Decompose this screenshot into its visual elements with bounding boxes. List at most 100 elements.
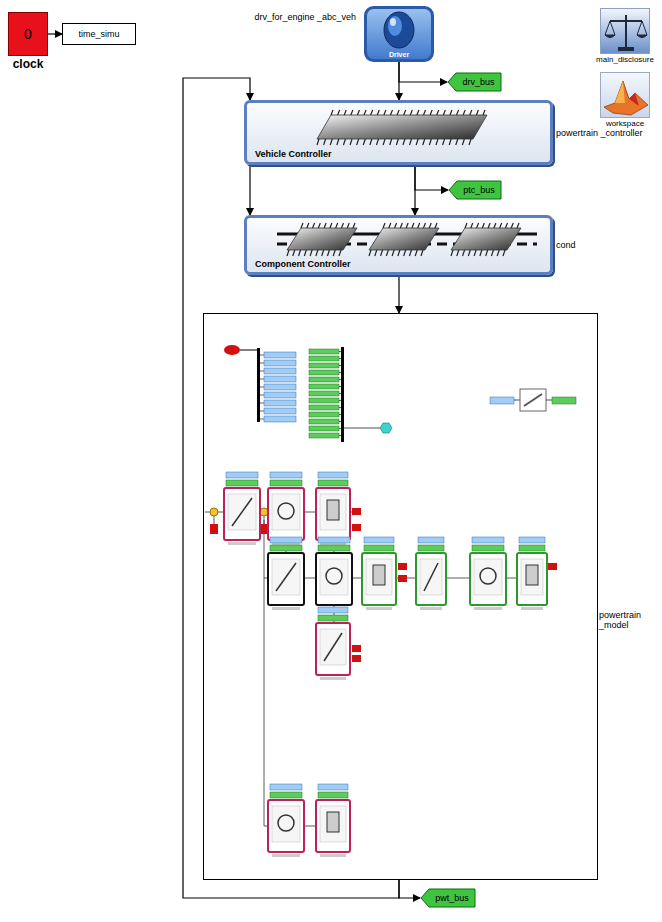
- drawing-stroke: [318, 537, 350, 543]
- drawing-stroke: [469, 139, 471, 145]
- drawing-stroke: [228, 494, 256, 530]
- drawing-stroke: [625, 15, 627, 47]
- drawing-stroke: [224, 488, 260, 540]
- drawing-stroke: [309, 433, 339, 438]
- drawing-stroke: [357, 139, 359, 145]
- drawing-stroke: [309, 412, 339, 417]
- drawing-stroke: [293, 250, 295, 256]
- block-value: powertrain _model: [599, 610, 657, 631]
- drawing-stroke: [278, 815, 294, 831]
- drawing-stroke: [322, 250, 324, 256]
- drawing-stroke: [384, 110, 386, 115]
- drawing-stroke: [327, 812, 339, 832]
- drawing-stroke: [270, 480, 302, 486]
- drawing-stroke: [519, 537, 545, 543]
- drawing-stroke: [264, 368, 296, 374]
- drawing-stroke: [309, 419, 339, 424]
- drawing-stroke: [506, 578, 517, 579]
- clock-block: 0clock: [8, 12, 48, 56]
- drawing-stroke: [260, 379, 264, 380]
- drawing-stroke: [316, 488, 350, 540]
- signal-name: drv_bus: [462, 77, 494, 87]
- drawing-stroke: [309, 363, 339, 368]
- signal-line: [398, 275, 399, 313]
- drawing-stroke: [451, 250, 453, 256]
- drawing-stroke: [474, 559, 502, 595]
- drawing-stroke: [341, 347, 344, 442]
- drawing-stroke: [313, 223, 315, 228]
- drawing-stroke: [339, 372, 341, 373]
- drawing-stroke: [318, 223, 320, 228]
- drawing-stroke: [316, 250, 318, 256]
- drawing-stroke: [610, 20, 642, 22]
- signal-line: [399, 62, 447, 82]
- drawing-stroke: [383, 223, 385, 228]
- drawing-stroke: [339, 428, 341, 429]
- drawing-stroke: [451, 228, 521, 250]
- drawing-stroke: [409, 250, 411, 256]
- drawing-stroke: [514, 400, 520, 401]
- drawing-stroke: [309, 384, 339, 389]
- drawing-stroke: [369, 228, 439, 250]
- drawing-stroke: [519, 545, 545, 551]
- drawing-stroke: [260, 387, 264, 388]
- drawing-stroke: [420, 559, 442, 595]
- drawing-stroke: [421, 250, 423, 256]
- drawing-stroke: [339, 393, 341, 394]
- drawing-stroke: [264, 416, 296, 422]
- drawing-stroke: [324, 139, 326, 145]
- drawing-stroke: [260, 355, 264, 356]
- drawing-stroke: [351, 110, 353, 115]
- drawing-stroke: [260, 371, 264, 372]
- drawing-stroke: [240, 350, 257, 351]
- drawing-stroke: [424, 110, 426, 115]
- drawing-stroke: [309, 426, 339, 431]
- drawing-stroke: [389, 223, 391, 228]
- block-value: drv_for_engine _abc_veh: [254, 12, 356, 22]
- subsystem-box: powertrain _model: [203, 313, 598, 880]
- signal-line: [249, 165, 250, 215]
- drawing-stroke: [260, 395, 264, 396]
- drawing-stroke: [318, 615, 348, 621]
- drawing-stroke: [352, 508, 361, 515]
- drawing-stroke: [456, 139, 458, 145]
- drawing-stroke: [618, 47, 634, 51]
- drawing-stroke: [260, 411, 264, 412]
- drawing-stroke: [287, 228, 357, 250]
- drawing-stroke: [260, 403, 264, 404]
- drawing-stroke: [260, 524, 268, 534]
- drawing-stroke: [497, 250, 499, 256]
- drawing-stroke: [380, 423, 392, 433]
- drawing-stroke: [503, 250, 505, 256]
- drawing-stroke: [318, 480, 348, 486]
- drawing-stroke: [210, 524, 218, 534]
- drawing-stroke: [418, 223, 420, 228]
- signal-name: time_simu: [78, 29, 119, 39]
- drawing-stroke: [420, 607, 442, 610]
- drawing-stroke: [404, 250, 406, 256]
- drawing-stroke: [406, 223, 408, 228]
- drawing-stroke: [343, 139, 345, 145]
- drawing-stroke: [257, 348, 260, 422]
- drawing-stroke: [339, 414, 341, 415]
- drawing-stroke: [264, 360, 296, 366]
- drawing-stroke: [392, 250, 394, 256]
- drawing-stroke: [416, 139, 418, 145]
- block-value: Component Controller: [255, 259, 351, 269]
- drawing-stroke: [339, 400, 341, 401]
- signal-line: [183, 78, 399, 898]
- drawing-stroke: [398, 563, 407, 570]
- drawing-stroke: [517, 553, 547, 605]
- drawing-stroke: [316, 623, 350, 675]
- drawing-stroke: [339, 358, 341, 359]
- drawing-stroke: [386, 250, 388, 256]
- drawing-stroke: [304, 512, 316, 513]
- drawing-stroke: [268, 553, 304, 605]
- signal-line: [48, 33, 62, 34]
- drawing-stroke: [327, 250, 329, 256]
- drawing-stroke: [272, 806, 300, 842]
- drawing-stroke: [488, 223, 490, 228]
- drawing-stroke: [320, 559, 348, 595]
- drawing-stroke: [383, 139, 385, 145]
- drawing-stroke: [494, 223, 496, 228]
